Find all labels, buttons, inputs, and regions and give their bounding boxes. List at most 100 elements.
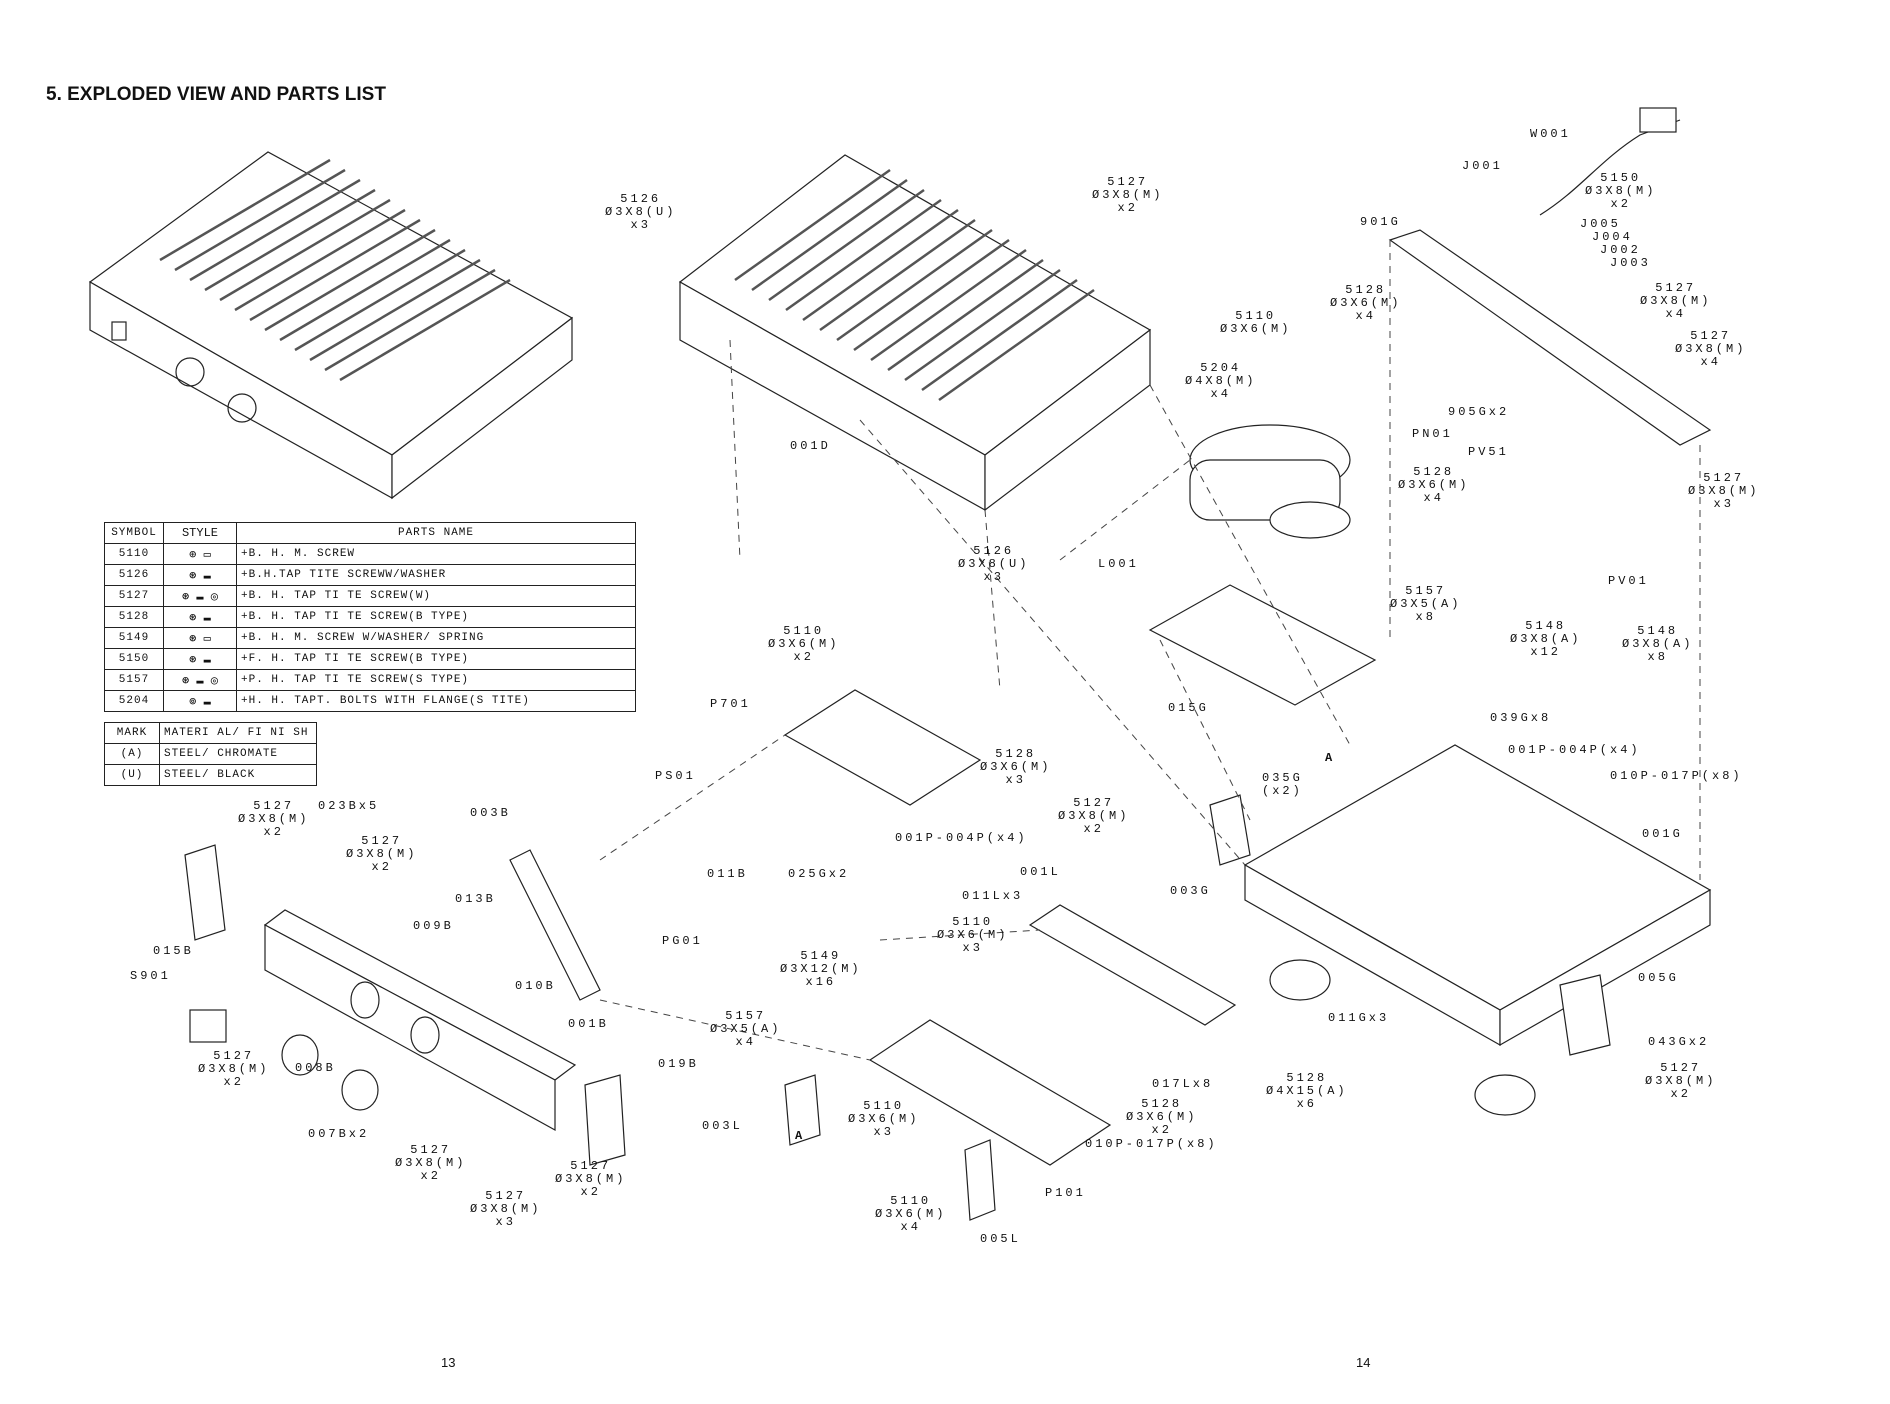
callout-pg01: PG01 [662, 934, 703, 948]
mark-cell: (U) [104, 764, 160, 786]
callout-015g: 015G [1168, 701, 1209, 715]
callout-001p-004p-b: 001P-004P(x4) [895, 831, 1028, 845]
callout-s901: S901 [130, 969, 171, 983]
callout-001p-004p-a: 001P-004P(x4) [1508, 743, 1641, 757]
pcb-p701 [783, 689, 982, 806]
callout-010p-017p-a: 010P-017P(x8) [1610, 769, 1743, 783]
callout-5148-a: 5148 Ø3X8(A) x12 [1510, 619, 1582, 659]
symbol-cell: 5126 [104, 564, 164, 586]
parts-list-table: SYMBOL STYLE PARTS NAME 5110⊕ ▭+B. H. M.… [104, 522, 636, 712]
material-finish-table: MARK MATERI AL/ FI NI SH (A)STEEL/ CHROM… [104, 722, 317, 786]
name-cell: +H. H. TAPT. BOLTS WITH FLANGE(S TITE) [236, 690, 636, 712]
parts-table-header: SYMBOL STYLE PARTS NAME [104, 522, 636, 544]
bracket-019b [584, 1074, 626, 1166]
callout-w001: W001 [1530, 127, 1571, 141]
callout-p701: P701 [710, 697, 751, 711]
callout-001d: 001D [790, 439, 831, 453]
table-row: (A)STEEL/ CHROMATE [104, 743, 317, 765]
callout-005g: 005G [1638, 971, 1679, 985]
callout-5127-a: 5127 Ø3X8(M) x4 [1640, 281, 1712, 321]
callout-5128-b: 5128 Ø3X6(M) x4 [1398, 465, 1470, 505]
callout-pv51: PV51 [1468, 445, 1509, 459]
callout-015b: 015B [153, 944, 194, 958]
transformer-l001 [1189, 424, 1351, 539]
callout-5150: 5150 Ø3X8(M) x2 [1585, 171, 1657, 211]
style-cell: ⊛ ▬ [163, 606, 237, 628]
callout-5127-i: 5127 Ø3X8(M) x2 [198, 1049, 270, 1089]
callout-5127-l: 5127 Ø3X8(M) x3 [470, 1189, 542, 1229]
front-panel-001b [263, 909, 577, 1132]
symbol-cell: 5150 [104, 648, 164, 670]
col-material: MATERI AL/ FI NI SH [159, 722, 317, 744]
callout-l001: L001 [1098, 557, 1139, 571]
symbol-cell: 5204 [104, 690, 164, 712]
callout-005l: 005L [980, 1232, 1021, 1246]
pcb-p101 [868, 1019, 1112, 1166]
chassis-001g [1243, 744, 1712, 1047]
callout-023b: 023Bx5 [318, 799, 380, 813]
bracket-003b [509, 849, 601, 1001]
name-cell: +P. H. TAP TI TE SCREW(S TYPE) [236, 669, 636, 691]
callout-arrow-a-2: A [795, 1129, 806, 1143]
page-number-right: 14 [1356, 1355, 1371, 1370]
callout-011l: 011Lx3 [962, 889, 1024, 903]
callout-5127-b: 5127 Ø3X8(M) x4 [1675, 329, 1747, 369]
material-cell: STEEL/ BLACK [159, 764, 317, 786]
top-cover-001d [678, 154, 1152, 512]
table-row: 5157⊛ ▬ ◎+P. H. TAP TI TE SCREW(S TYPE) [104, 669, 636, 691]
symbol-cell: 5149 [104, 627, 164, 649]
callout-5204: 5204 Ø4X8(M) x4 [1185, 361, 1257, 401]
style-cell: ⊛ ▬ [163, 564, 237, 586]
callout-5148-b: 5148 Ø3X8(A) x8 [1622, 624, 1694, 664]
callout-5110-d: 5110 Ø3X6(M) x3 [848, 1099, 920, 1139]
table-row: 5126⊛ ▬+B.H.TAP TITE SCREWW/WASHER [104, 564, 636, 586]
name-cell: +B. H. TAP TI TE SCREW(B TYPE) [236, 606, 636, 628]
callout-008b: 008B [295, 1061, 336, 1075]
callout-5126-b: 5126 Ø3X8(U) x3 [958, 544, 1030, 584]
callout-j005: J005 [1580, 217, 1621, 231]
plug-w001 [1639, 107, 1677, 133]
page-title: 5. EXPLODED VIEW AND PARTS LIST [46, 84, 386, 105]
material-table-header: MARK MATERI AL/ FI NI SH [104, 722, 317, 744]
mark-cell: (A) [104, 743, 160, 765]
style-cell: ⊕ ▭ [163, 543, 237, 565]
rear-panel-901g [1388, 229, 1712, 446]
table-row: 5127⊛ ▬ ◎+B. H. TAP TI TE SCREW(W) [104, 585, 636, 607]
callout-arrow-a-1: A [1325, 751, 1336, 765]
callout-003b: 003B [470, 806, 511, 820]
callout-j004: J004 [1592, 230, 1633, 244]
style-cell: ⊛ ▭ [163, 627, 237, 649]
table-row: 5150⊛ ▬+F. H. TAP TI TE SCREW(B TYPE) [104, 648, 636, 670]
bracket-003g [1209, 794, 1251, 866]
callout-5110-a: 5110 Ø3X6(M) [1220, 309, 1292, 336]
assembled-amplifier-illustration [88, 151, 574, 500]
style-cell: ⊚ ▬ [163, 690, 237, 712]
callout-5128-d: 5128 Ø4X15(A) x6 [1266, 1071, 1348, 1111]
callout-5126-a: 5126 Ø3X8(U) x3 [605, 192, 677, 232]
foot-011g-2 [1474, 1074, 1536, 1116]
style-cell: ⊛ ▬ ◎ [163, 669, 237, 691]
table-row: 5128⊛ ▬+B. H. TAP TI TE SCREW(B TYPE) [104, 606, 636, 628]
callout-5127-d: 5127 Ø3X8(M) x2 [1092, 175, 1164, 215]
col-style: STYLE [163, 522, 237, 544]
callout-5110-c: 5110 Ø3X6(M) x3 [937, 915, 1009, 955]
callout-j003: J003 [1610, 256, 1651, 270]
callout-013b: 013B [455, 892, 496, 906]
callout-5127-j: 5127 Ø3X8(M) x2 [395, 1143, 467, 1183]
callout-003g: 003G [1170, 884, 1211, 898]
table-row: (U)STEEL/ BLACK [104, 764, 317, 786]
callout-ps01: PS01 [655, 769, 696, 783]
name-cell: +B. H. TAP TI TE SCREW(W) [236, 585, 636, 607]
bracket-005g [1559, 974, 1611, 1056]
bracket-015b [184, 844, 226, 941]
name-cell: +B.H.TAP TITE SCREWW/WASHER [236, 564, 636, 586]
callout-001g: 001G [1642, 827, 1683, 841]
knob-007b-2 [341, 1069, 379, 1111]
callout-5127-g: 5127 Ø3X8(M) x2 [238, 799, 310, 839]
callout-019b: 019B [658, 1057, 699, 1071]
callout-5127-e: 5127 Ø3X8(M) x2 [1058, 796, 1130, 836]
callout-5127-k: 5127 Ø3X8(M) x2 [555, 1159, 627, 1199]
callout-010b: 010B [515, 979, 556, 993]
name-cell: +F. H. TAP TI TE SCREW(B TYPE) [236, 648, 636, 670]
callout-5149: 5149 Ø3X12(M) x16 [780, 949, 862, 989]
